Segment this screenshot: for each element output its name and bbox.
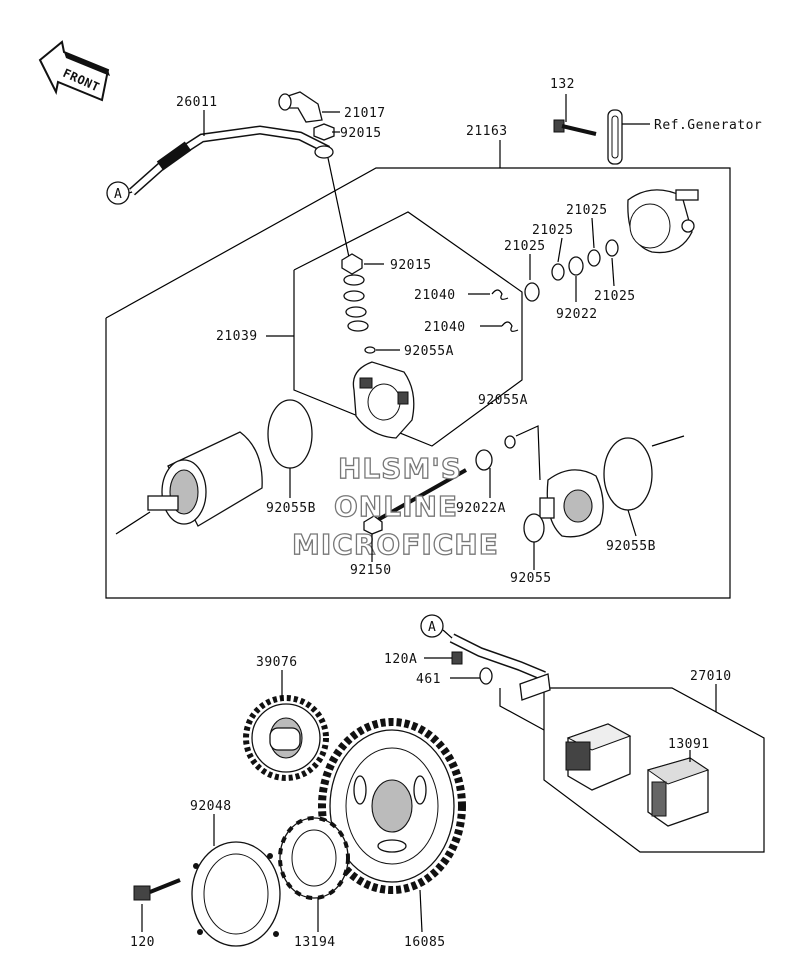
brush-holder-plate	[352, 361, 415, 439]
brush-holder-outline	[293, 211, 523, 447]
label-16085: 16085	[404, 935, 446, 950]
label-92150: 92150	[350, 563, 392, 578]
relay-outline	[543, 687, 765, 853]
label-92055B-left: 92055B	[266, 501, 316, 516]
label-92055B-right: 92055B	[606, 539, 656, 554]
washer-21025-d	[605, 239, 619, 257]
o-ring-92055	[523, 513, 545, 543]
relay-cover	[646, 757, 710, 827]
connector-a-label: A	[114, 187, 122, 202]
relay-cable	[442, 629, 551, 701]
generator-bracket	[607, 109, 623, 165]
label-92048: 92048	[190, 799, 232, 814]
washer-461	[479, 667, 493, 685]
label-21040-b: 21040	[424, 320, 466, 335]
label-92055: 92055	[510, 571, 552, 586]
starter-motor	[115, 431, 263, 535]
starter-cable	[119, 125, 351, 263]
label-92022: 92022	[556, 307, 598, 322]
one-way-clutch	[278, 816, 350, 900]
label-21025-right: 21025	[594, 289, 636, 304]
washer-92022	[568, 256, 584, 276]
o-ring-92055B-right	[603, 437, 653, 511]
bolt-120	[133, 878, 181, 901]
washer-21025-b	[551, 263, 565, 281]
label-92015-mid: 92015	[390, 258, 432, 273]
label-21025-top: 21025	[566, 203, 608, 218]
label-21040-a: 21040	[414, 288, 456, 303]
connector-a-marker-relay	[420, 614, 444, 638]
label-39076: 39076	[256, 655, 298, 670]
label-13091: 13091	[668, 737, 710, 752]
terminal-nut-top	[313, 123, 335, 141]
watermark-line-1: HLSM'S	[338, 452, 462, 485]
starter-relay	[565, 723, 632, 791]
mounting-bolt	[553, 119, 597, 136]
front-cover	[539, 469, 604, 538]
label-21025-left: 21025	[504, 239, 546, 254]
terminal-boot	[278, 91, 323, 123]
label-92022A: 92022A	[456, 501, 506, 516]
label-120A: 120A	[384, 652, 417, 667]
connector-a-marker	[106, 181, 130, 205]
label-27010: 27010	[690, 669, 732, 684]
leader-lines	[141, 94, 717, 933]
label-92055A-upper: 92055A	[404, 344, 454, 359]
bolt-120A	[451, 651, 463, 665]
label-13194: 13194	[294, 935, 336, 950]
watermark-line-2: ONLINE	[334, 490, 458, 523]
washer-92022A	[475, 449, 493, 471]
clutch-housing	[191, 841, 281, 947]
front-arrow-icon: FRONT	[38, 40, 110, 102]
label-21163: 21163	[466, 124, 508, 139]
starter-clutch-gear	[318, 718, 466, 894]
through-bolt	[363, 468, 467, 535]
o-ring-92055B-left	[267, 399, 313, 469]
label-ref-generator: Ref.Generator	[654, 118, 762, 133]
end-cover	[627, 189, 699, 254]
label-92015-top: 92015	[340, 126, 382, 141]
label-92055A-lower: 92055A	[478, 393, 528, 408]
watermark-line-3: MICROFICHE	[292, 528, 499, 561]
brush-spring-b	[501, 321, 519, 332]
label-21025-upper: 21025	[532, 223, 574, 238]
brush-spring-a	[491, 289, 509, 300]
label-26011: 26011	[176, 95, 218, 110]
washer-21025-a	[524, 282, 540, 302]
idle-gear	[243, 695, 329, 781]
label-21039: 21039	[216, 329, 258, 344]
label-132: 132	[550, 77, 575, 92]
washer-21025-c	[587, 249, 601, 267]
connector-a-label-relay: A	[428, 620, 436, 635]
starter-assembly-outline	[105, 167, 731, 599]
label-120: 120	[130, 935, 155, 950]
o-ring-92055A	[504, 435, 516, 449]
label-21017: 21017	[344, 106, 386, 121]
brush-terminal-stack	[341, 253, 376, 354]
label-461: 461	[416, 672, 441, 687]
